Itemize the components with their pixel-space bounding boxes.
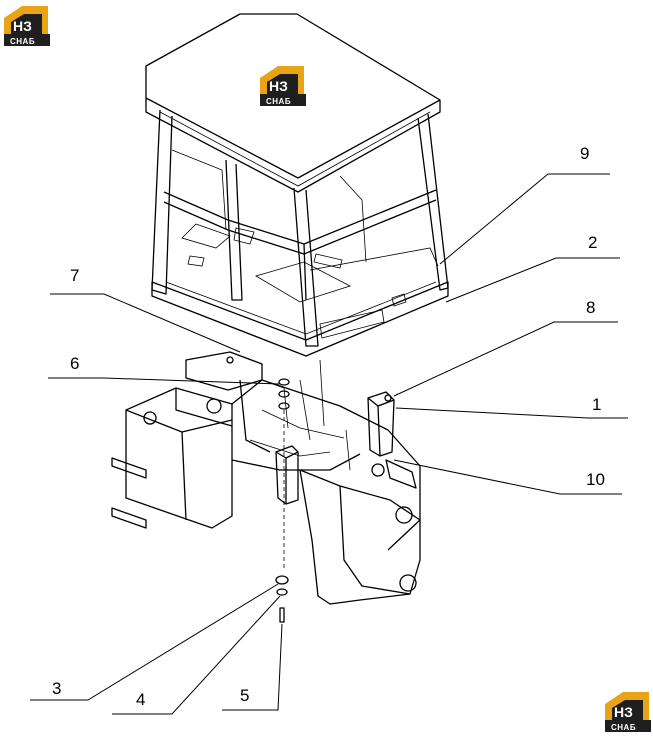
- svg-text:СНАБ: СНАБ: [10, 37, 35, 46]
- callout-5: 5: [240, 686, 249, 705]
- callout-10: 10: [586, 470, 605, 489]
- callout-7: 7: [70, 266, 79, 285]
- leader-lines: [30, 173, 628, 715]
- svg-text:СНАБ: СНАБ: [266, 97, 291, 106]
- callout-9: 9: [580, 144, 589, 163]
- cab-frame: [151, 109, 449, 357]
- svg-text:НЗ: НЗ: [269, 78, 288, 94]
- brand-logo-center: НЗ СНАБ: [260, 66, 306, 106]
- callout-3: 3: [52, 679, 61, 698]
- callout-2: 2: [588, 233, 597, 252]
- brand-logo-top-left: НЗ СНАБ: [4, 6, 50, 46]
- callout-8: 8: [586, 298, 595, 317]
- svg-text:НЗ: НЗ: [614, 704, 633, 720]
- chassis-frame: [111, 351, 421, 605]
- brand-logo-bottom-right: НЗ СНАБ: [605, 692, 651, 732]
- svg-text:НЗ: НЗ: [13, 18, 32, 34]
- callout-labels: 9 2 7 8 6 1 10 3 4 5: [52, 144, 605, 709]
- callout-6: 6: [70, 354, 79, 373]
- callout-1: 1: [592, 395, 601, 414]
- fastener-stack: [226, 356, 392, 623]
- callout-4: 4: [136, 690, 145, 709]
- svg-text:СНАБ: СНАБ: [611, 723, 636, 732]
